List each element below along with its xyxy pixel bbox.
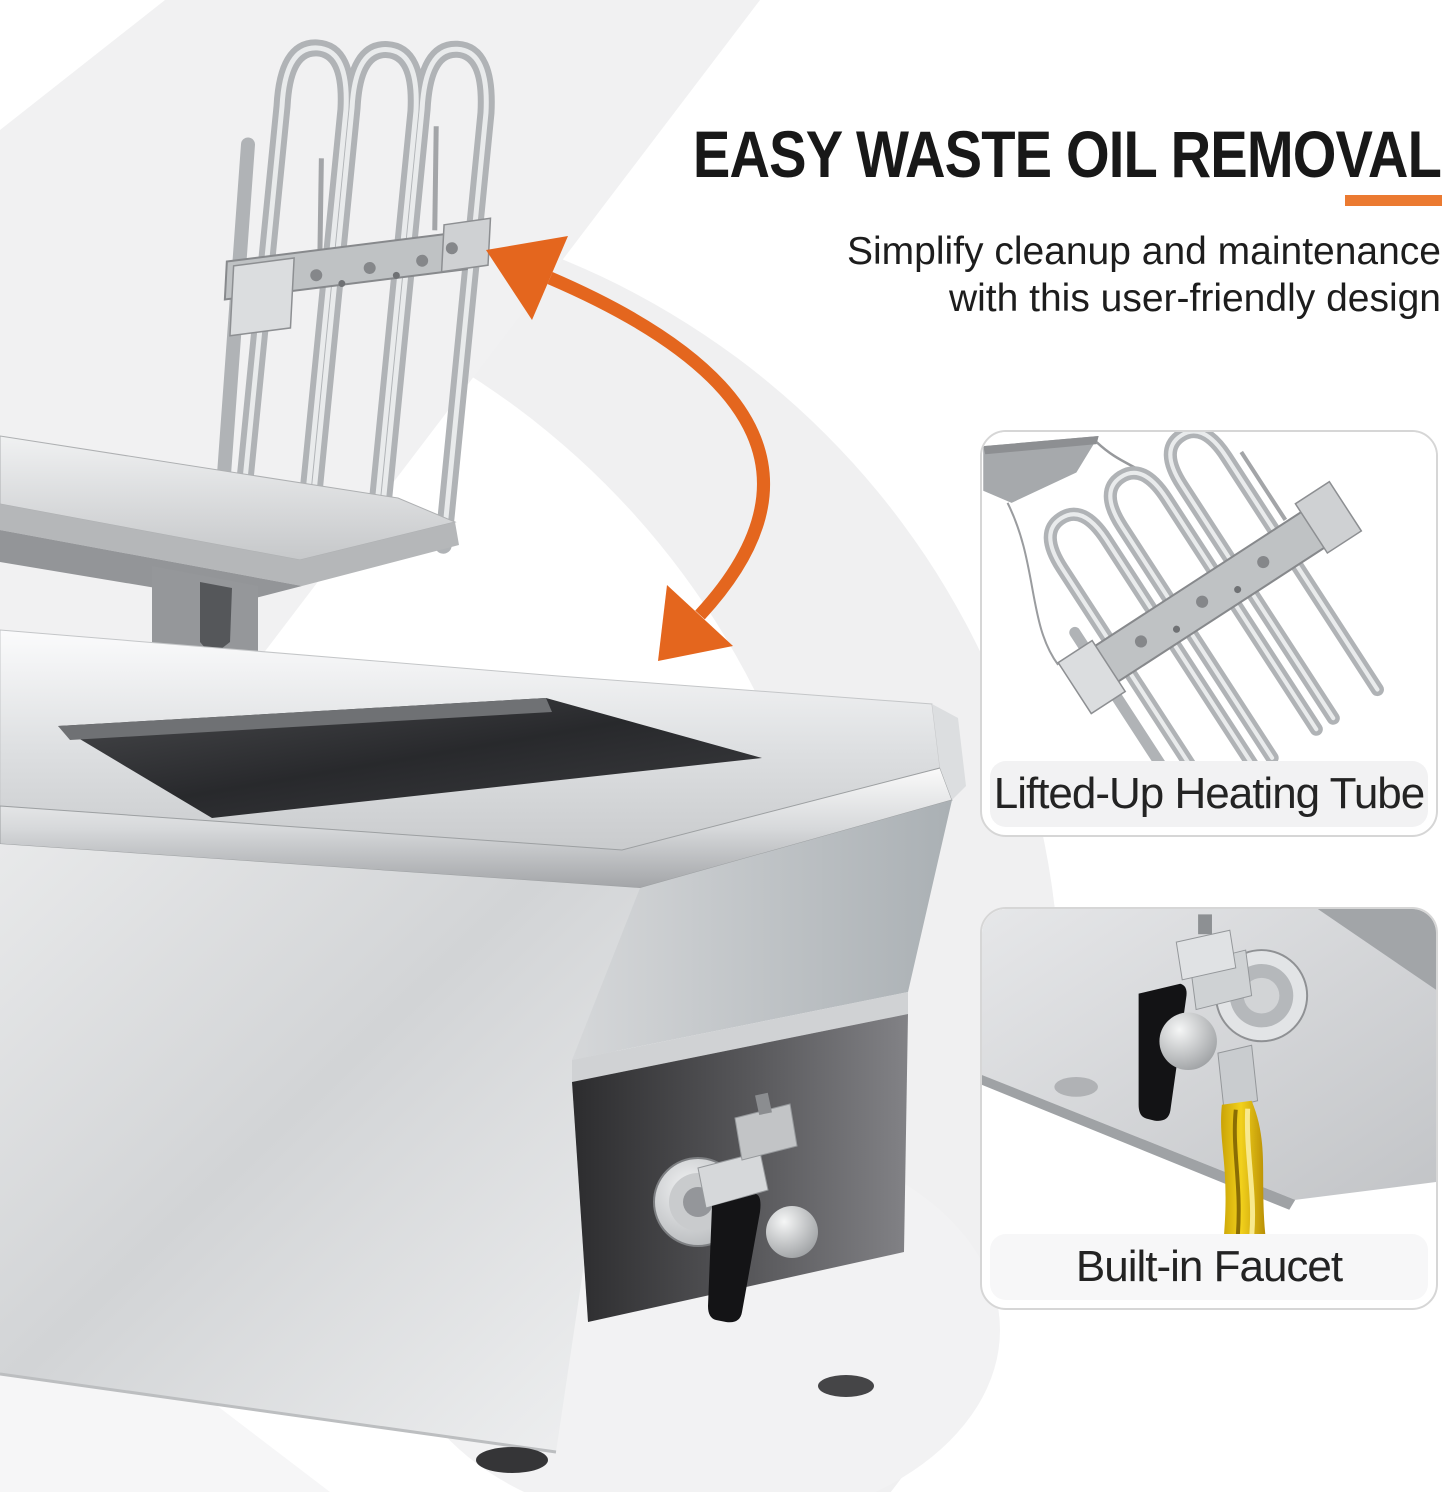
callout-card-heating-tube: Lifted-Up Heating Tube xyxy=(980,430,1438,837)
heating-tube-photo xyxy=(982,432,1436,761)
accent-underline xyxy=(1345,195,1442,206)
page-subtitle: Simplify cleanup and maintenance with th… xyxy=(681,228,1441,322)
rotation-arrow-icon xyxy=(486,236,770,661)
subtitle-line-1: Simplify cleanup and maintenance xyxy=(846,230,1441,273)
drain-faucet xyxy=(653,1092,818,1323)
heating-element xyxy=(212,39,495,554)
page-title: EASY WASTE OIL REMOVAL xyxy=(692,117,1442,191)
callout-label-heating-tube: Lifted-Up Heating Tube xyxy=(990,761,1428,827)
callout-label-faucet: Built-in Faucet xyxy=(990,1234,1428,1300)
subtitle-line-2: with this user-friendly design xyxy=(948,277,1441,320)
callout-card-faucet: Built-in Faucet xyxy=(980,907,1438,1310)
faucet-photo xyxy=(982,909,1436,1234)
